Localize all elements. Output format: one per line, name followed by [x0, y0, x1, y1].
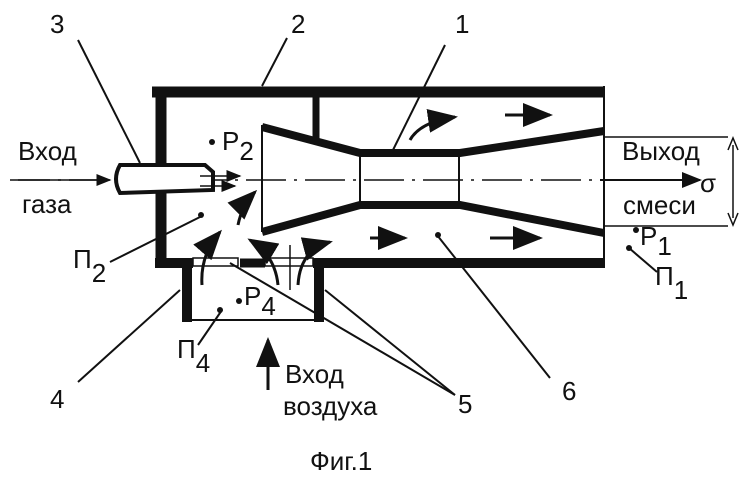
- gas-inlet-label-2: газа: [22, 189, 72, 219]
- gas-inlet-label-1: Вход: [18, 136, 77, 166]
- callout-5: 5: [458, 389, 472, 419]
- point-p4: P4: [244, 281, 276, 321]
- callout-3: 3: [50, 9, 64, 39]
- region-pi1: П1: [655, 261, 688, 305]
- outlet-label-1: Выход: [622, 136, 700, 166]
- mixer-tube: [260, 95, 605, 237]
- callout-1: 1: [455, 9, 469, 39]
- air-chamber: [182, 262, 324, 322]
- region-pi2: П2: [73, 244, 106, 288]
- air-inlet-label-2: воздуха: [283, 391, 378, 421]
- figure-caption: Фиг.1: [310, 446, 372, 476]
- flow-arrows: [18, 103, 702, 390]
- callout-2: 2: [291, 9, 305, 39]
- dimension-lines: [604, 136, 739, 227]
- point-p2: P2: [222, 126, 254, 166]
- air-inlet-label-1: Вход: [285, 359, 344, 389]
- dimension-sigma: σ: [700, 168, 716, 198]
- region-pi4: П4: [177, 334, 210, 378]
- callout-4: 4: [50, 384, 64, 414]
- point-p1: P1: [640, 221, 672, 261]
- gas-nozzle: [114, 163, 242, 196]
- housing: [152, 86, 605, 268]
- leader-lines: [77, 37, 658, 396]
- callout-6: 6: [562, 376, 576, 406]
- outlet-label-2: смеси: [623, 190, 696, 220]
